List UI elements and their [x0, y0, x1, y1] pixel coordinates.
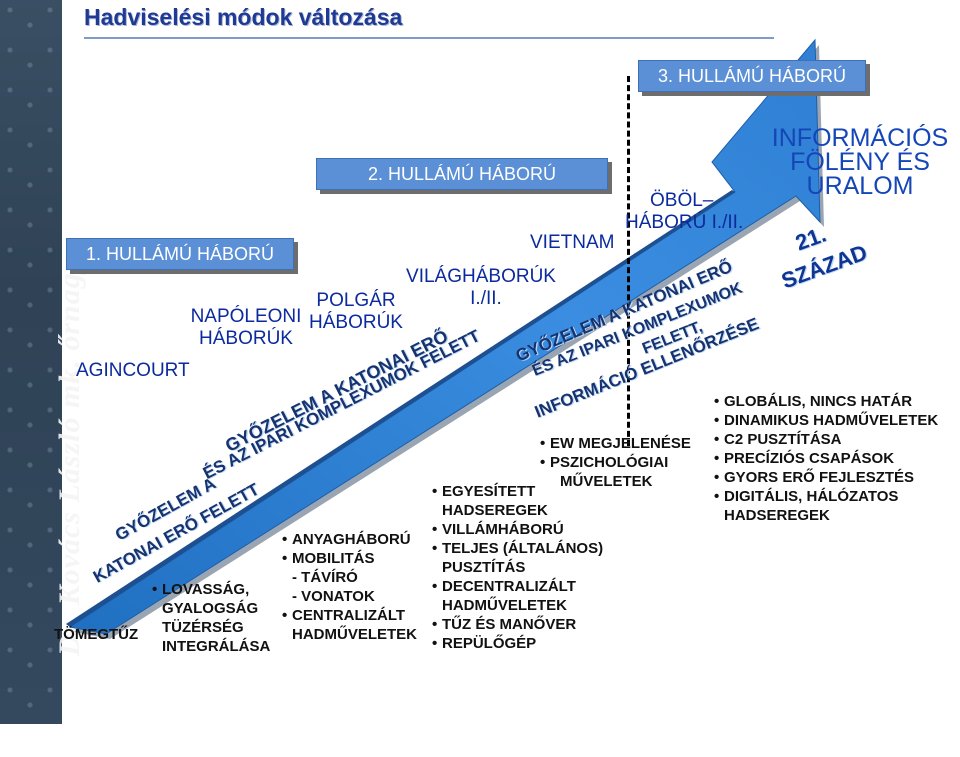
page-title: Hadviselési módok változása [84, 4, 403, 30]
list-item: HADSEREGEK [724, 507, 830, 524]
mass-fire-label: TÖMEGTŰZ [54, 626, 139, 643]
list-item: TÜZÉRSÉG [162, 619, 244, 636]
list-item: PSZICHOLÓGIAI [540, 453, 691, 472]
list-item: DIGITÁLIS, HÁLÓZATOS [714, 487, 938, 506]
progress-arrow [66, 38, 824, 639]
agincourt-label: AGINCOURT [76, 360, 190, 381]
era5-list: GLOBÁLIS, NINCS HATÁR DINAMIKUS HADMŰVEL… [714, 392, 938, 525]
vietnam-label: VIETNAM [530, 232, 615, 253]
info-heading-line2: FÖLÉNY ÉS [790, 148, 930, 176]
info-heading-line3: URALOM [806, 172, 914, 200]
napoleon-label-1: NAPÓLEONI [190, 306, 302, 327]
list-item: EGYESÍTETT [432, 482, 603, 501]
list-item: GLOBÁLIS, NINCS HATÁR [714, 392, 938, 411]
napoleon-label-2: HÁBORÚK [199, 328, 293, 349]
slide: Dr. Kovács László mk. őrnagy Hadviselési… [0, 0, 960, 724]
wave1-box: 1. HULLÁMÚ HÁBORÚ [66, 238, 294, 270]
title-underline [84, 37, 774, 39]
wave2-box: 2. HULLÁMÚ HÁBORÚ [316, 158, 608, 190]
list-item: CENTRALIZÁLT [282, 606, 417, 625]
arrow-body [68, 38, 821, 635]
list-item: LOVASSÁG, [152, 580, 270, 599]
gulf-war-label-2: HÁBORÚ I./II. [625, 212, 744, 233]
sidebar-pattern [0, 0, 62, 724]
list-item: HADSEREGEK [442, 502, 548, 519]
arrow-top-edge [66, 190, 735, 627]
list-item: REPÜLŐGÉP [432, 634, 603, 653]
gulf-war-label-1: ÖBÖL– [650, 190, 714, 211]
list-item: - VONATOK [292, 588, 375, 605]
list-item: PUSZTÍTÁS [442, 559, 526, 576]
wave3-box: 3. HULLÁMÚ HÁBORÚ [638, 60, 866, 92]
info-heading-line1: INFORMÁCIÓS [771, 124, 949, 152]
list-item: ANYAGHÁBORÚ [282, 530, 417, 549]
era1-list: LOVASSÁG, GYALOGSÁG TÜZÉRSÉG INTEGRÁLÁSA [152, 580, 270, 656]
list-item: MŰVELETEK [560, 473, 653, 490]
world-wars-label-2: I./II. [470, 288, 502, 309]
list-item: INTEGRÁLÁSA [162, 638, 271, 655]
list-item: - TÁVÍRÓ [292, 569, 358, 586]
list-item: GYALOGSÁG [162, 600, 259, 617]
list-item: GYORS ERŐ FEJLESZTÉS [714, 468, 938, 487]
list-item: DINAMIKUS HADMŰVELETEK [714, 411, 938, 430]
sidebar: Dr. Kovács László mk. őrnagy [0, 0, 86, 724]
info-superiority-heading: INFORMÁCIÓS FÖLÉNY ÉS URALOM [760, 124, 960, 200]
list-item: TELJES (ÁLTALÁNOS) [432, 539, 603, 558]
era4-list: EW MEGJELENÉSE PSZICHOLÓGIAI MŰVELETEK [540, 434, 691, 491]
list-item: VILLÁMHÁBORÚ [432, 520, 603, 539]
civil-war-label-1: POLGÁR [316, 290, 396, 311]
list-item: MOBILITÁS [282, 549, 417, 568]
world-wars-label-1: VILÁGHÁBORÚK [406, 266, 556, 287]
era-divider-line [627, 76, 630, 446]
list-item: C2 PUSZTÍTÁSA [714, 430, 938, 449]
era3-list: EGYESÍTETT HADSEREGEK VILLÁMHÁBORÚ TELJE… [432, 482, 603, 653]
era2-list: ANYAGHÁBORÚ MOBILITÁS - TÁVÍRÓ - VONATOK… [282, 530, 417, 644]
list-item: DECENTRALIZÁLT [432, 577, 603, 596]
list-item: HADMŰVELETEK [442, 597, 568, 614]
list-item: HADMŰVELETEK [292, 626, 418, 643]
list-item: PRECÍZIÓS CSAPÁSOK [714, 449, 938, 468]
list-item: EW MEGJELENÉSE [540, 434, 691, 453]
list-item: TŰZ ÉS MANŐVER [432, 615, 603, 634]
civil-war-label-2: HÁBORÚK [309, 312, 403, 333]
